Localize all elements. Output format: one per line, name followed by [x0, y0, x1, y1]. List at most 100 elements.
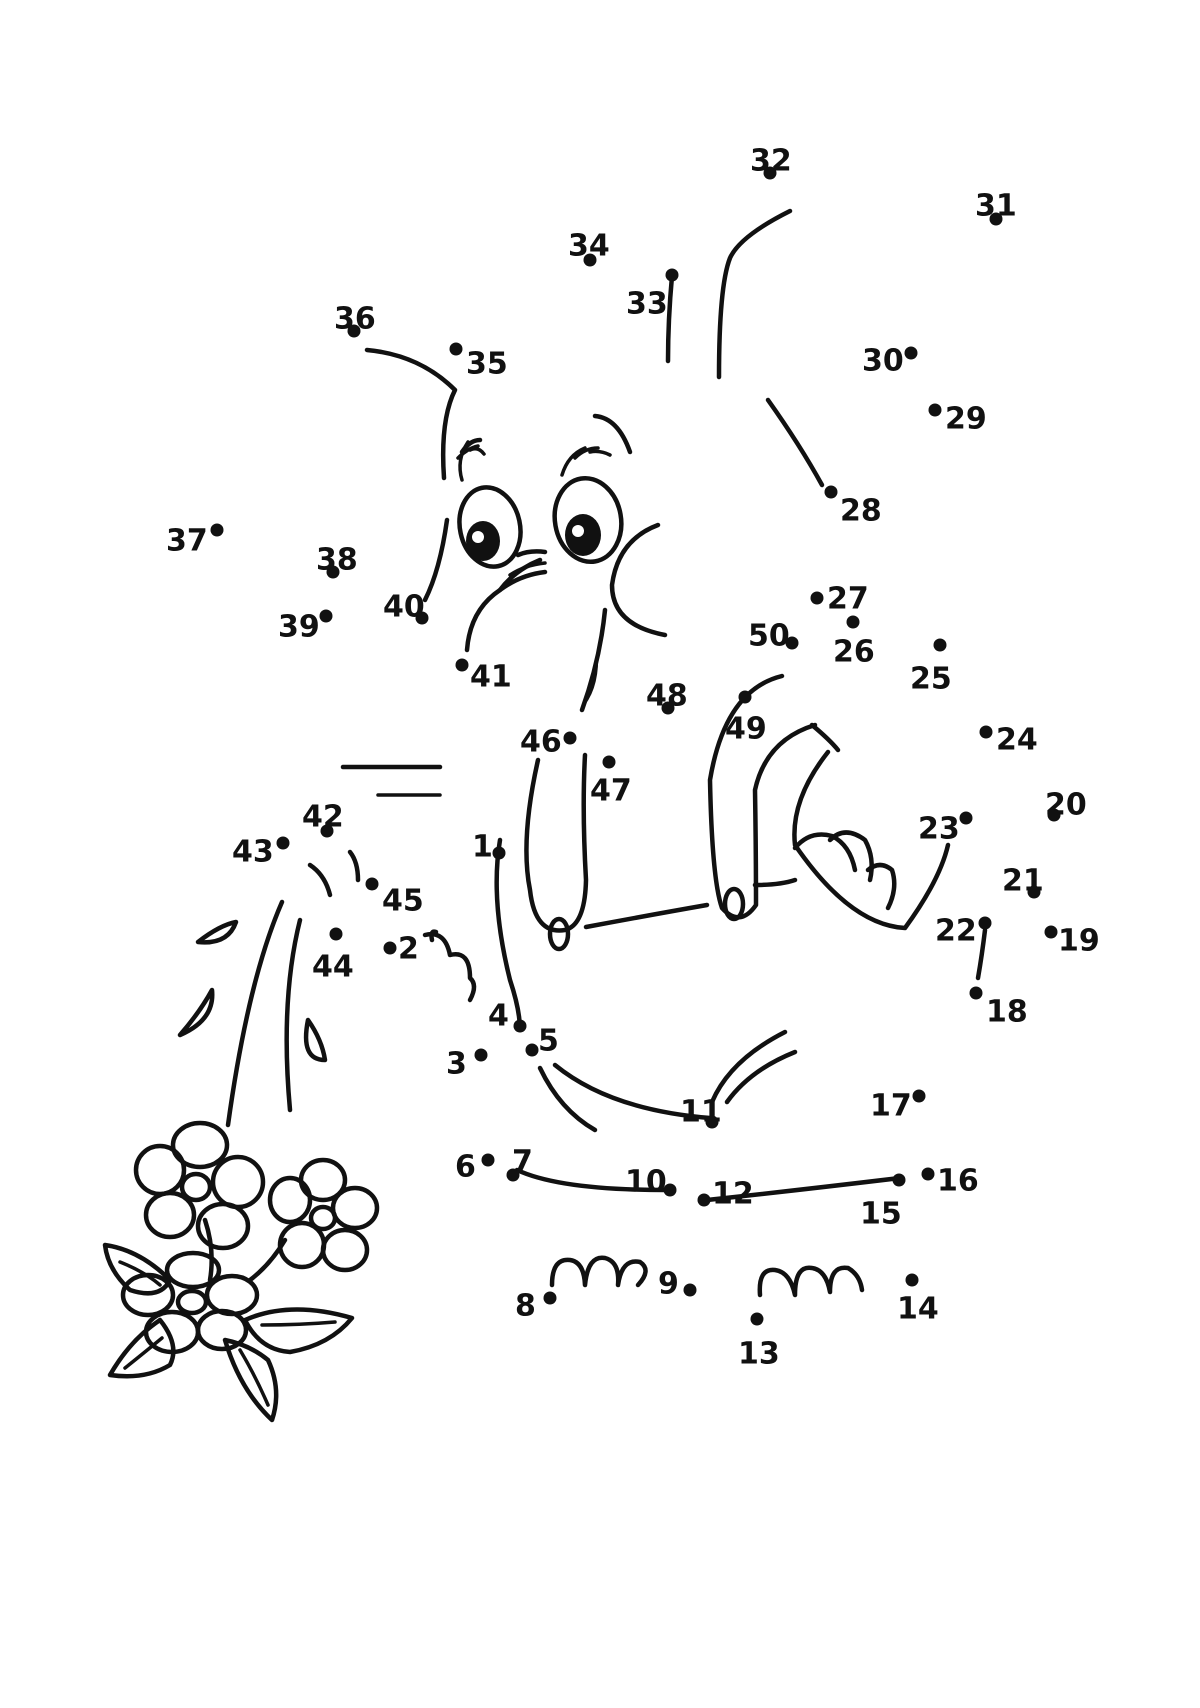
numbered-dot: 21 [1002, 864, 1044, 899]
dot-marker [763, 166, 777, 180]
dot-number-label: 31 [975, 189, 1017, 224]
dot-number-label: 1 [472, 830, 493, 865]
numbered-dot: 30 [862, 344, 918, 379]
dot-marker [492, 846, 506, 860]
numbered-dot: 32 [750, 144, 792, 180]
dot-marker [969, 986, 983, 1000]
dot-marker [347, 324, 361, 338]
dot-number-label: 50 [748, 619, 790, 654]
dot-number-label: 47 [590, 774, 632, 809]
dot-number-label: 35 [466, 347, 508, 382]
numbered-dot: 24 [979, 723, 1038, 758]
numbered-dot: 47 [590, 755, 632, 809]
dot-number-label: 32 [750, 144, 792, 179]
dot-marker [697, 1193, 711, 1207]
dot-number-label: 23 [918, 812, 960, 847]
numbered-dot: 6 [455, 1150, 495, 1185]
numbered-dot: 16 [921, 1164, 979, 1199]
dot-marker [979, 725, 993, 739]
numbered-dot: 48 [646, 679, 688, 715]
numbered-dot: 28 [824, 485, 882, 529]
dot-marker [750, 1312, 764, 1326]
dot-marker [683, 1283, 697, 1297]
dot-number-label: 26 [833, 635, 875, 670]
numbered-dot: 49 [725, 690, 767, 747]
dot-number-label: 18 [986, 995, 1028, 1030]
dot-marker [989, 212, 1003, 226]
dot-marker [319, 609, 333, 623]
dot-marker [383, 941, 397, 955]
right-eye [552, 475, 624, 565]
dot-number-label: 16 [937, 1164, 979, 1199]
dot-number-label: 48 [646, 679, 688, 714]
dot-marker [810, 591, 824, 605]
numbered-dot: 43 [232, 835, 290, 870]
dot-marker [912, 1089, 926, 1103]
numbered-dot: 10 [625, 1165, 677, 1200]
dot-number-label: 34 [568, 229, 610, 264]
numbered-dot: 4 [488, 999, 527, 1034]
dot-number-label: 39 [278, 610, 320, 645]
dot-number-label: 49 [725, 712, 767, 747]
dot-number-label: 15 [860, 1197, 902, 1232]
numbered-dot: 26 [833, 615, 875, 670]
numbered-dot: 8 [515, 1289, 557, 1324]
dot-marker [705, 1115, 719, 1129]
numbered-dot: 18 [969, 986, 1028, 1030]
dot-marker [905, 1273, 919, 1287]
dot-marker [543, 1291, 557, 1305]
numbered-dot: 2 [383, 932, 419, 967]
dot-marker [978, 916, 992, 930]
dot-marker [481, 1153, 495, 1167]
dot-number-label: 8 [515, 1289, 536, 1324]
numbered-dot: 42 [302, 800, 344, 838]
dot-number-label: 17 [870, 1089, 912, 1124]
left-eye [457, 485, 523, 569]
dot-marker [326, 565, 340, 579]
dot-marker [602, 755, 616, 769]
dot-marker [583, 253, 597, 267]
numbered-dot: 23 [918, 811, 973, 847]
dot-marker [933, 638, 947, 652]
numbered-dot: 19 [1044, 924, 1100, 959]
dot-marker [474, 1048, 488, 1062]
dot-number-label: 20 [1045, 788, 1087, 823]
dot-number-label: 5 [538, 1024, 559, 1059]
dot-number-label: 44 [312, 950, 354, 985]
dot-marker [921, 1167, 935, 1181]
numbered-dot: 31 [975, 189, 1017, 226]
numbered-dot: 9 [658, 1267, 697, 1302]
numbered-dot: 25 [910, 638, 952, 697]
dot-marker [1047, 808, 1061, 822]
numbered-dot: 46 [520, 725, 577, 760]
dot-marker [513, 1019, 527, 1033]
dot-number-label: 42 [302, 800, 344, 835]
dot-marker [415, 611, 429, 625]
dot-number-label: 14 [897, 1292, 939, 1327]
dot-number-label: 12 [712, 1177, 754, 1212]
dot-marker [661, 701, 675, 715]
right-eyelashes [560, 446, 612, 477]
dot-marker [365, 877, 379, 891]
dot-marker [563, 731, 577, 745]
dot-number-label: 2 [398, 932, 419, 967]
numbered-dot: 13 [738, 1312, 780, 1372]
numbered-dot: 34 [568, 229, 610, 267]
dot-marker [904, 346, 918, 360]
numbered-dot: 40 [383, 590, 429, 625]
dot-marker [329, 927, 343, 941]
dot-marker [785, 636, 799, 650]
water-spray [177, 764, 443, 1128]
numbered-dot: 29 [928, 402, 987, 437]
dot-marker [892, 1173, 906, 1187]
numbered-dot: 22 [935, 914, 992, 949]
flower-right [267, 1157, 380, 1273]
numbered-dot: 3 [446, 1047, 488, 1082]
left-eyelashes [456, 440, 486, 482]
dot-number-label: 13 [738, 1337, 780, 1372]
dot-marker [455, 658, 469, 672]
flower-top-left [133, 1120, 266, 1251]
numbered-dot: 38 [316, 543, 358, 579]
numbered-dot: 17 [870, 1089, 926, 1124]
numbered-dot: 35 [449, 342, 508, 382]
